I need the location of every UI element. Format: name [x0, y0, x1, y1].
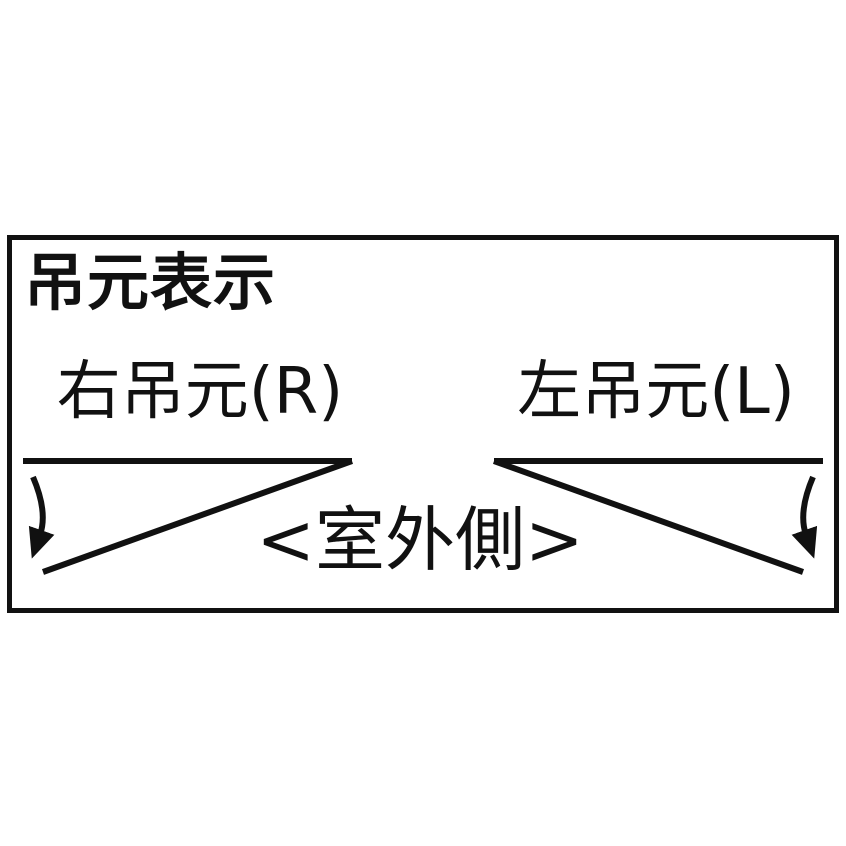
- right-hinge-label: 右吊元(R): [56, 355, 344, 429]
- outdoor-side-label: <室外側>: [256, 499, 584, 581]
- left-hinge-label: 左吊元(L): [517, 355, 795, 429]
- diagram-title: 吊元表示: [24, 246, 277, 319]
